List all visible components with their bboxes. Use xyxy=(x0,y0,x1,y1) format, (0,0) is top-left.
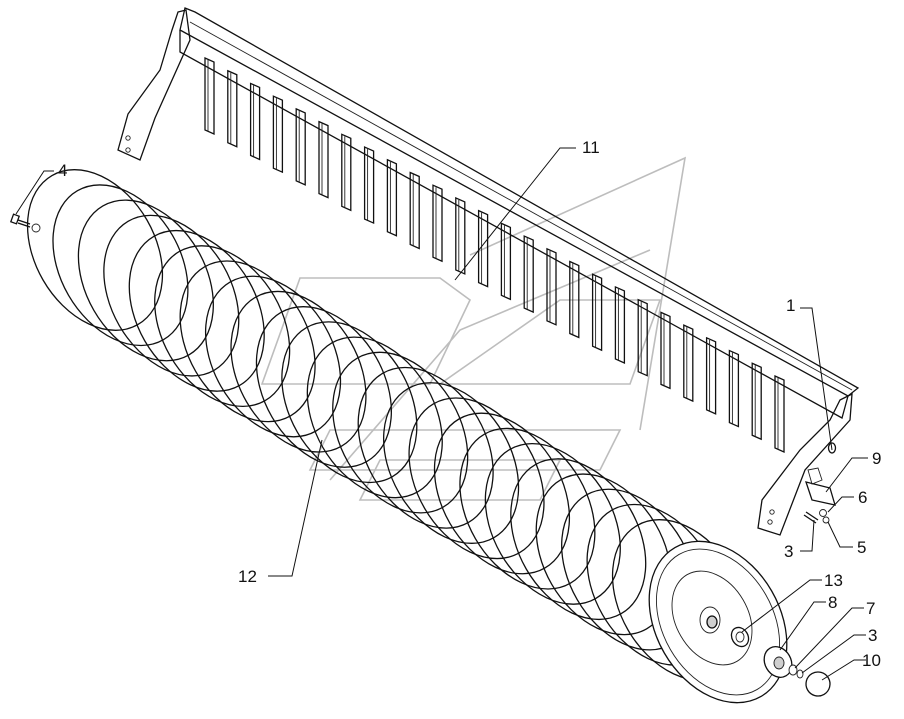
roller-disc xyxy=(26,169,164,331)
callout-3-upper: 3 xyxy=(784,542,793,561)
watermark-logo xyxy=(260,156,687,501)
roller-disc xyxy=(77,199,214,362)
tine xyxy=(728,349,740,428)
callout-6: 6 xyxy=(858,488,867,507)
tine xyxy=(546,247,557,326)
roller-disc xyxy=(459,427,596,590)
roller-disc xyxy=(281,321,418,484)
callout-10: 10 xyxy=(862,651,881,670)
tine-bar-frame xyxy=(117,7,860,536)
tine xyxy=(569,260,580,339)
roller-disc xyxy=(255,306,393,468)
roller-disc xyxy=(306,336,443,499)
tine xyxy=(249,82,261,161)
callout-9: 9 xyxy=(872,449,881,468)
callout-1: 1 xyxy=(786,296,795,315)
roller-disc xyxy=(154,245,291,408)
roller-disc xyxy=(382,382,520,544)
callout-11: 11 xyxy=(582,138,600,157)
tine xyxy=(318,120,329,199)
roller-disc xyxy=(408,397,545,560)
roller-disc xyxy=(484,442,621,605)
roller-disc xyxy=(128,229,265,392)
callout-8: 8 xyxy=(828,593,837,612)
tine xyxy=(591,273,603,352)
nut-6-5 xyxy=(819,509,830,524)
tine xyxy=(477,209,489,288)
roller-disc xyxy=(332,351,469,514)
tine xyxy=(637,298,648,377)
tine xyxy=(500,222,512,301)
roller-disc xyxy=(230,290,367,453)
callout-7: 7 xyxy=(866,599,875,618)
tine xyxy=(751,362,762,441)
callout-labels: 11 1 9 6 5 3 4 12 13 8 7 3 10 xyxy=(58,138,881,670)
roller-disc xyxy=(510,458,647,621)
tine xyxy=(386,158,398,237)
tine xyxy=(523,235,534,314)
callout-5: 5 xyxy=(857,538,866,557)
leader-lines xyxy=(15,147,868,681)
end-cap xyxy=(805,671,831,697)
tine xyxy=(204,56,215,136)
callout-13: 13 xyxy=(824,571,843,590)
drum-roller xyxy=(26,169,788,704)
callout-3-lower: 3 xyxy=(868,626,877,645)
bolt-4 xyxy=(9,213,41,233)
tine xyxy=(683,324,694,403)
tine xyxy=(295,107,306,186)
bolt-3-upper xyxy=(803,511,819,524)
seal-ring xyxy=(730,626,750,648)
tine xyxy=(341,133,352,212)
tine xyxy=(774,374,785,454)
tine xyxy=(705,336,717,415)
tine xyxy=(432,184,443,263)
callout-12: 12 xyxy=(238,567,257,586)
roller-disc xyxy=(179,260,316,423)
tine xyxy=(363,146,375,225)
roller-disc xyxy=(103,214,240,377)
callout-4: 4 xyxy=(58,161,67,180)
roller-disc xyxy=(357,366,494,529)
roller-disc xyxy=(535,473,672,636)
roller-disc xyxy=(433,412,571,575)
bolt-3-lower xyxy=(796,669,804,679)
tine xyxy=(614,285,626,364)
roller-disc xyxy=(52,184,189,347)
bearing-flange xyxy=(763,646,793,678)
tine xyxy=(455,196,466,275)
tine xyxy=(272,95,284,174)
tine xyxy=(660,311,671,390)
roller-disc xyxy=(204,275,342,438)
tine xyxy=(227,69,238,148)
tine xyxy=(409,171,420,250)
